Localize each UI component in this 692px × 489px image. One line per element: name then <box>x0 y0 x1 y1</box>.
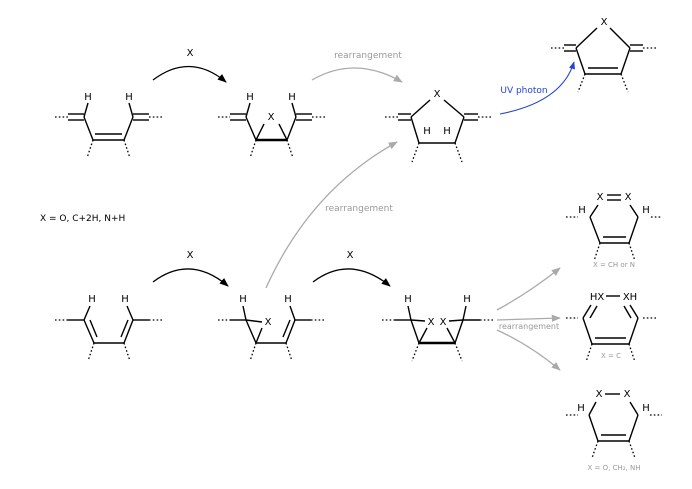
svg-text:X: X <box>440 317 447 328</box>
molecule-six-ring-ch-or-n: X X H H X = CH or N <box>566 192 662 269</box>
svg-text:H: H <box>577 403 585 414</box>
svg-text:X: X <box>597 192 604 203</box>
svg-text:H: H <box>284 294 292 305</box>
svg-text:H: H <box>288 92 296 103</box>
note-ch-or-n: X = CH or N <box>593 261 635 269</box>
svg-text:H: H <box>246 92 254 103</box>
svg-text:X: X <box>265 317 272 328</box>
svg-text:X: X <box>428 317 435 328</box>
svg-text:X: X <box>596 389 603 400</box>
svg-text:H: H <box>642 205 650 216</box>
svg-text:X: X <box>434 89 441 100</box>
svg-text:X: X <box>268 112 275 123</box>
arrow-to-mid-product <box>496 314 561 322</box>
label-rearrangement-top: rearrangement <box>334 51 402 61</box>
svg-text:X: X <box>624 389 631 400</box>
arrow-rearrangement-mid <box>265 141 398 289</box>
molecule-mono-epoxide-bottom: H H X <box>218 294 324 362</box>
label-rearrangement-bottom: rearrangement <box>499 322 559 331</box>
svg-text:H: H <box>578 205 586 216</box>
molecule-aromatic-five-ring: X <box>551 17 656 93</box>
svg-text:H: H <box>642 403 650 414</box>
molecule-six-ring-c: HX XH X = C <box>566 292 656 363</box>
svg-text:HX: HX <box>590 292 605 303</box>
arrow-to-top-product <box>496 267 561 311</box>
svg-text:H: H <box>239 294 247 305</box>
molecule-five-ring-top: X H H <box>385 89 492 163</box>
svg-text:X: X <box>625 192 632 203</box>
arrow-x-addition-bottom-left <box>152 268 229 287</box>
molecule-vinyl-epoxide-top: H H X <box>218 92 325 159</box>
molecule-butadiene-top: H H <box>55 92 162 159</box>
note-c: X = C <box>601 352 621 360</box>
svg-text:H: H <box>443 126 451 137</box>
arrow-uv-photon <box>499 61 575 115</box>
x-definition: X = O, C+2H, N+H <box>40 214 125 224</box>
arrow-x-addition-top <box>152 65 227 83</box>
svg-text:XH: XH <box>623 292 637 303</box>
molecule-six-ring-o-ch2-nh: X X H H X = O, CH₂, NH <box>566 389 662 472</box>
svg-text:H: H <box>125 92 133 103</box>
svg-text:H: H <box>404 294 412 305</box>
molecule-butadiene-bottom: H H <box>55 294 162 362</box>
label-uv-photon: UV photon <box>500 86 547 96</box>
arrow-rearrangement-top <box>311 67 403 83</box>
svg-text:H: H <box>84 92 92 103</box>
arrow-x-addition-bottom-mid <box>312 268 391 287</box>
svg-text:H: H <box>121 294 129 305</box>
svg-text:X: X <box>601 17 608 28</box>
label-x-top: X <box>187 48 194 59</box>
svg-text:H: H <box>463 294 471 305</box>
svg-text:H: H <box>423 126 431 137</box>
molecule-bis-epoxide: H H X X <box>382 294 493 362</box>
label-rearrangement-mid: rearrangement <box>325 204 393 214</box>
svg-text:H: H <box>88 294 96 305</box>
note-o-ch2-nh: X = O, CH₂, NH <box>588 464 641 472</box>
arrow-to-bottom-product <box>496 329 561 371</box>
label-x-bottom-mid: X <box>347 250 354 261</box>
label-x-bottom-left: X <box>187 250 194 261</box>
